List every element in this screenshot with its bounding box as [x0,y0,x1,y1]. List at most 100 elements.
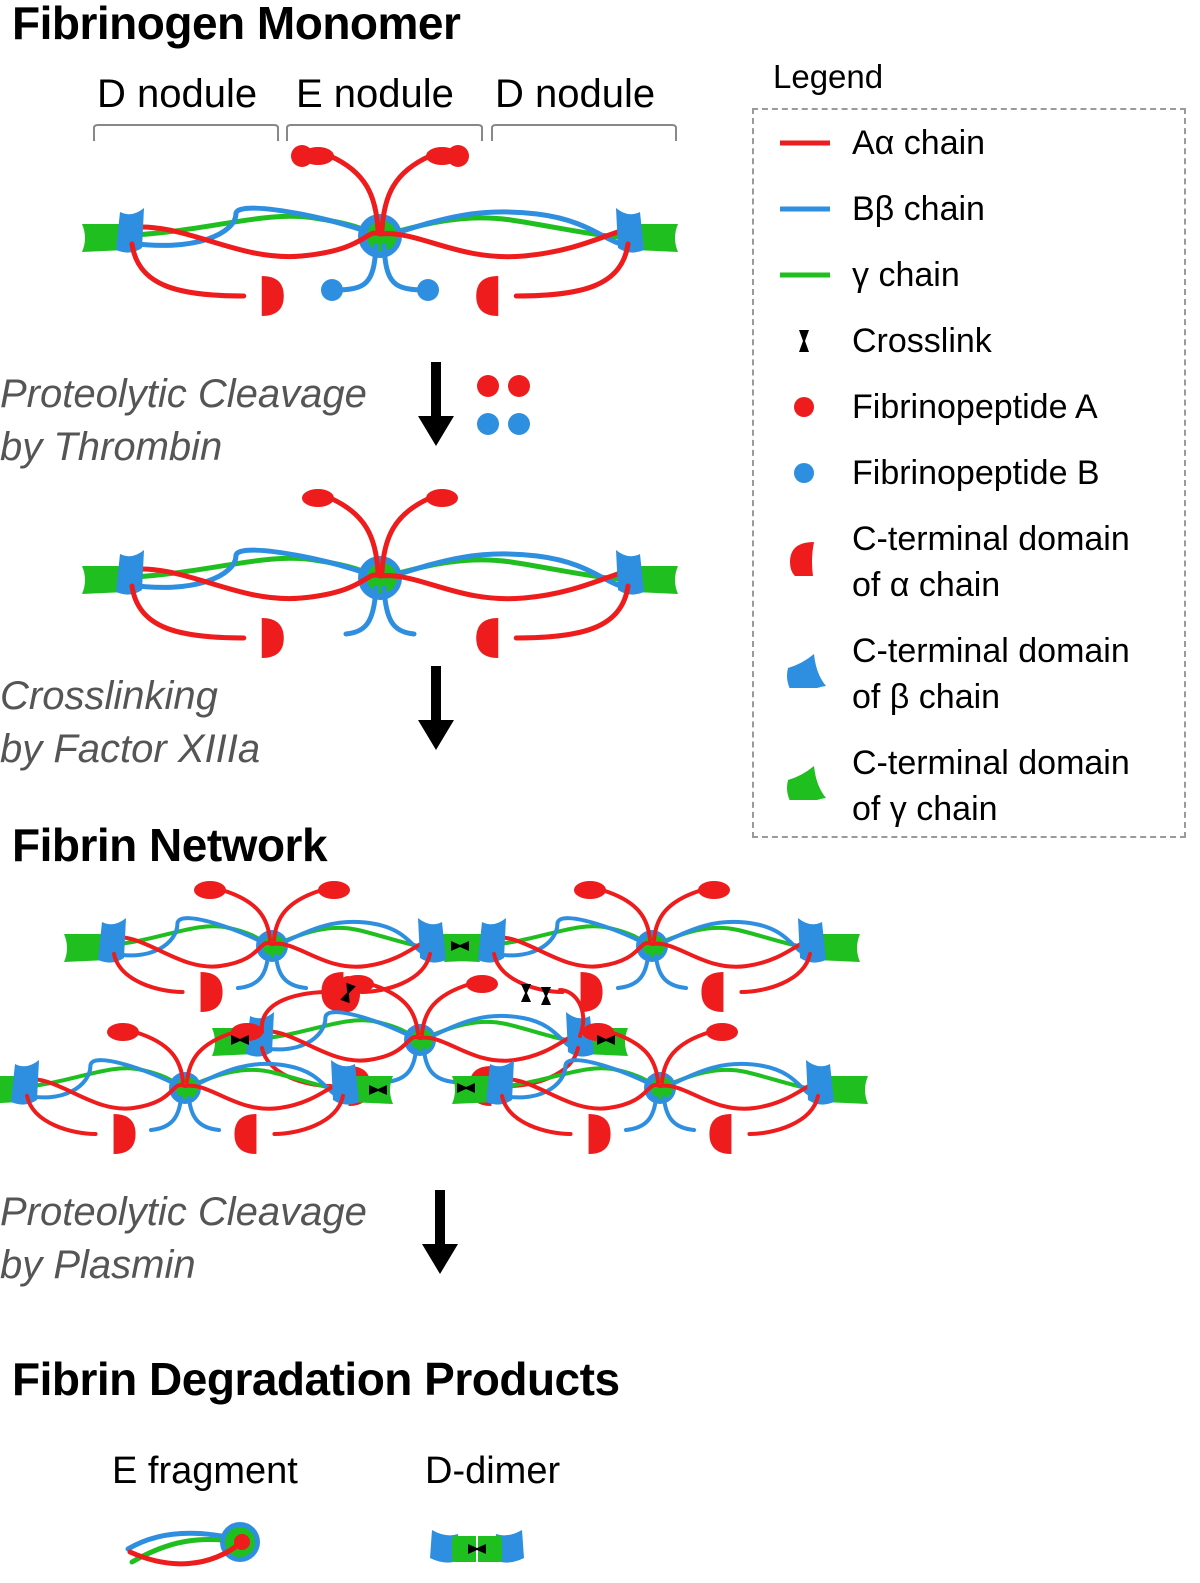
line-red-icon [780,140,830,146]
half-disc-red-shape [790,542,814,576]
crosslink-icon [799,330,809,352]
nodule-label-d-left: D nodule [97,72,258,116]
alpha-n-arm [608,1030,660,1084]
fibrinopeptide-a [477,375,499,397]
block-blue-icon [787,654,826,688]
crosslink-glyph [231,1035,249,1045]
alpha-n-terminus [582,1023,614,1041]
alpha-n-arm [652,888,704,942]
step-factor-line2: by Factor XIIIa [0,727,261,771]
legend-item-line: Aα chain [852,124,986,162]
gamma-c-terminal-domain [82,566,126,594]
dot-blue-shape [794,463,814,483]
gamma-c-terminal-domain [816,934,860,962]
fibrin-network [0,881,868,1154]
crosslink-glyph [340,982,356,1004]
nodule-brackets [93,124,677,141]
alpha-c-arm [129,241,247,299]
alpha-n-arm [272,888,324,942]
alpha-c-terminal-domain [261,618,284,658]
beta-c-terminal-domain [11,1060,39,1105]
network-monomer-top-right [444,881,860,1012]
fibrinopeptide-a [508,375,530,397]
crosslink-icon [521,984,531,1002]
product-label-e-fragment: E fragment [112,1450,298,1492]
alpha-n-terminus [574,881,606,899]
beta-c-terminal-domain [616,208,644,253]
beta-n-arm [662,1096,696,1132]
alpha-c-terminal-domain [580,972,603,1012]
alpha-c-arm [500,1094,573,1136]
arrow-shaft [431,666,441,724]
nodule-label-e: E nodule [296,72,454,116]
alpha-crosslink-arm [259,989,347,1034]
beta-n-arm [624,1096,658,1132]
crosslink-icon [597,1035,615,1045]
alpha-n-arm [133,1030,185,1084]
gamma-c-terminal-domain [64,934,108,962]
alpha-c-terminal-domain [113,1114,136,1154]
network-monomer-middle [212,975,628,1106]
alpha-n-terminus [466,975,498,993]
beta-c-terminal-domain [486,1060,514,1105]
beta-n-arm [616,954,650,990]
fibrinopeptide-a [447,145,469,167]
step-factor-line1: Crosslinking [0,674,218,718]
e-fragment [125,1522,260,1567]
step-thrombin-line2: by Thrombin [0,425,223,469]
fibrinopeptide-b [508,413,530,435]
gamma-c-terminal-domain [634,566,678,594]
alpha-c-arm [739,952,812,994]
alpha-n-terminus [231,1023,263,1041]
step-plasmin-line1: Proteolytic Cleavage [0,1190,367,1234]
alpha-n-arm [220,888,272,942]
product-label-d-dimer: D-dimer [425,1450,561,1492]
block-green-shape [787,766,826,800]
arrow-shaft [435,1190,445,1248]
beta-n-arm [236,954,270,990]
legend-item-label: Aα chain [852,120,985,166]
crosslink-glyph [451,941,469,951]
legend-item-line: of γ chain [852,790,998,828]
alpha-n-arm [600,888,652,942]
alpha-c-arm [25,1094,98,1136]
network-title: Fibrin Network [12,819,328,871]
products-title: Fibrin Degradation Products [12,1353,620,1405]
beta-c-terminal-domain [478,918,506,963]
legend-item-label: Bβ chain [852,186,985,232]
network-monomer-bottom-left [0,1023,393,1154]
crosslink-glyph [457,1083,475,1093]
beta-c-terminal-domain [806,1060,834,1105]
nodule-bracket [491,124,677,141]
legend-item-label: Fibrinopeptide A [852,384,1098,430]
crosslink-glyph [541,987,551,1005]
beta-n-arm [187,1096,221,1132]
alpha-n-terminus [426,489,458,507]
alpha-n-arm [327,495,381,575]
beta-n-arm [422,1048,456,1084]
alpha-c-terminal-domain [588,1114,611,1154]
alpha-chain [123,566,639,602]
fibrin-monomer [82,489,678,658]
alpha-n-terminus [302,489,334,507]
alpha-n-arm [660,1030,712,1084]
alpha-n-arm [420,982,472,1036]
gamma-c-terminal-domain [824,1076,868,1104]
fibrinopeptide-b [477,413,499,435]
half-disc-red-icon [790,542,814,576]
step-plasmin: Proteolytic Cleavage by Plasmin [0,1186,367,1292]
line-green-icon [780,272,830,278]
arrow-head [418,416,454,446]
dot-blue-icon [794,463,814,483]
arrow-factor-xiiia [418,666,454,750]
alpha-n-terminus [194,881,226,899]
alpha-chain [127,1539,245,1567]
gamma-c-terminal-domain [82,224,126,252]
legend-item-line: Crosslink [852,322,992,360]
legend-title: Legend [773,58,884,95]
arrow-head [418,720,454,750]
alpha-c-terminal-domain [261,276,284,316]
alpha-c-terminal-domain [234,1114,257,1154]
